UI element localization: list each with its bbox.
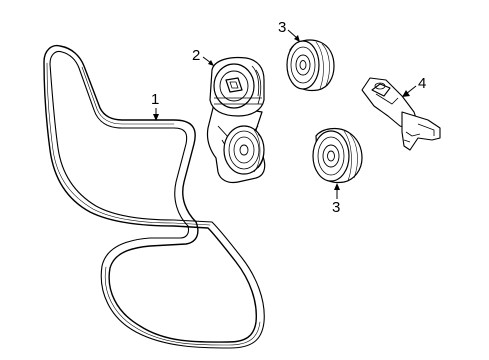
callout-1-arrowhead — [153, 114, 159, 121]
callout-4: 4 — [402, 75, 426, 97]
tensioner-bracket — [361, 77, 441, 151]
callout-3-lower-arrowhead — [334, 183, 340, 190]
serpentine-belt — [43, 44, 265, 349]
callout-3-upper-arrowhead — [294, 35, 300, 42]
callout-3-upper: 3 — [278, 19, 300, 42]
callout-3-lower: 3 — [332, 183, 340, 216]
callout-1-number: 1 — [151, 91, 159, 108]
callout-3-upper-number: 3 — [278, 19, 286, 36]
callout-3-upper-leader — [287, 29, 298, 39]
callout-3-lower-number: 3 — [332, 199, 340, 216]
belt-tensioner — [206, 56, 266, 184]
idler-pulley-lower — [312, 127, 363, 184]
callout-4-arrowhead — [402, 90, 410, 97]
callout-2-arrowhead — [208, 60, 214, 66]
idler-pulley-upper — [286, 39, 335, 92]
callout-2-number: 2 — [192, 47, 200, 64]
callout-2: 2 — [192, 47, 214, 66]
callout-4-number: 4 — [418, 75, 426, 92]
callout-1: 1 — [151, 91, 159, 121]
